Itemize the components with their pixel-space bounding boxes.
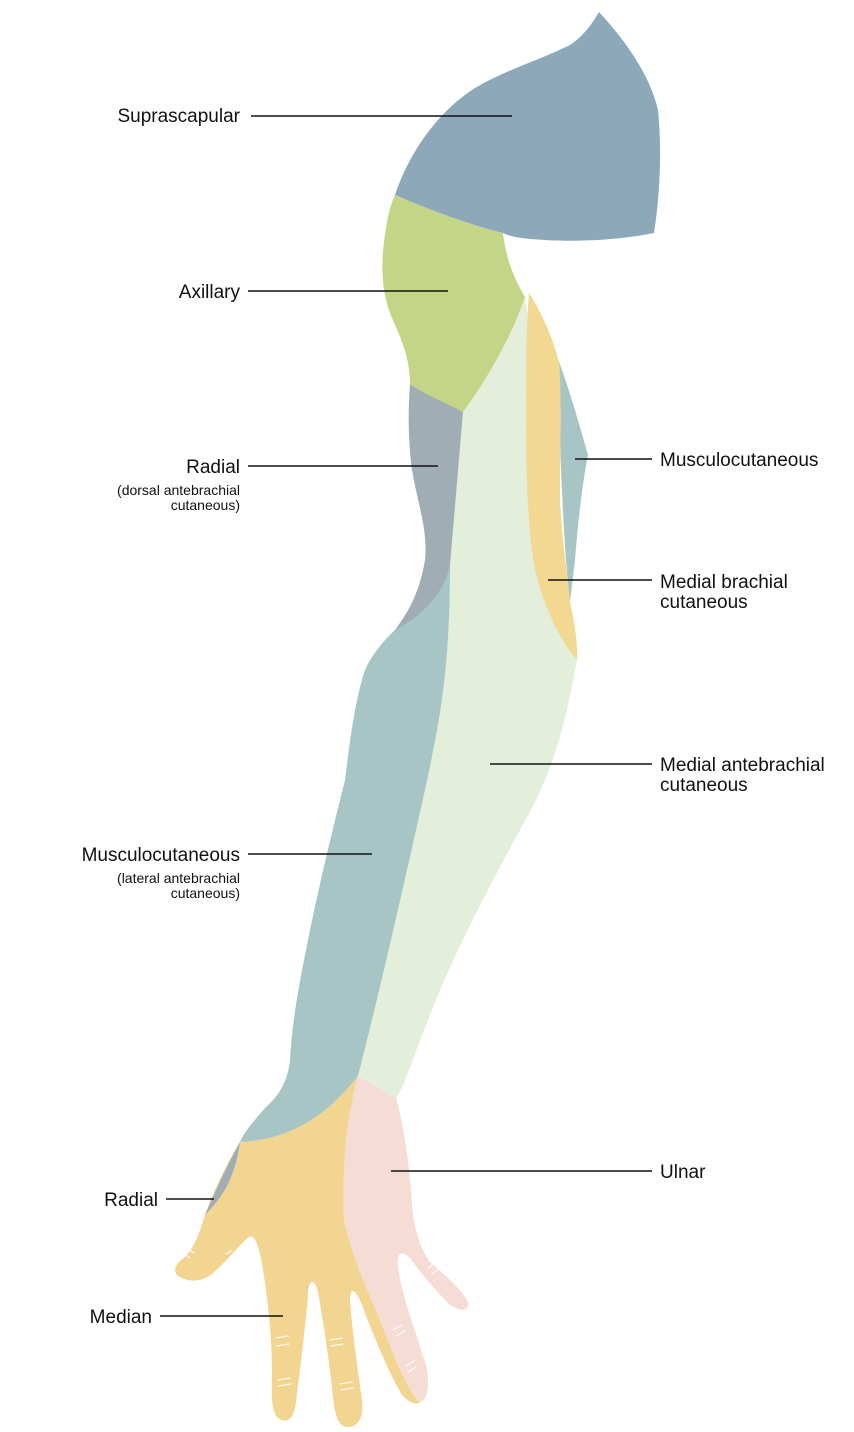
label-radial-upper-sub2: cutaneous) <box>171 497 240 513</box>
label-musculocutaneous-lower-sub1: (lateral antebrachial <box>117 870 240 886</box>
region-suprascapular <box>395 12 661 241</box>
region-radial-hand <box>205 1142 240 1215</box>
labels: Suprascapular Axillary Radial (dorsal an… <box>82 106 825 1328</box>
region-medial-brachial-cutaneous <box>526 293 578 660</box>
label-radial-upper-sub1: (dorsal antebrachial <box>117 482 240 498</box>
label-musculocutaneous-lower: Musculocutaneous <box>82 845 240 866</box>
label-medial-brachial-line1: Medial brachial <box>660 572 788 593</box>
label-radial-upper: Radial <box>186 457 240 478</box>
label-radial-hand: Radial <box>104 1190 158 1211</box>
label-suprascapular: Suprascapular <box>117 106 240 127</box>
region-musculocutaneous-upper <box>559 362 588 602</box>
finger-creases <box>181 1247 441 1391</box>
region-ulnar <box>343 1076 469 1402</box>
region-medial-antebrachial-cutaneous <box>358 297 577 1098</box>
region-median <box>175 1076 420 1427</box>
label-axillary: Axillary <box>179 282 241 303</box>
region-radial-upper <box>395 384 463 630</box>
label-median: Median <box>90 1307 152 1328</box>
label-medial-brachial-line2: cutaneous <box>660 592 748 613</box>
label-musculocutaneous-lower-sub2: cutaneous) <box>171 885 240 901</box>
leader-lines <box>160 115 652 1317</box>
label-musculocutaneous-upper: Musculocutaneous <box>660 450 818 471</box>
region-axillary <box>382 195 525 412</box>
label-medial-antebrachial-line1: Medial antebrachial <box>660 755 825 776</box>
label-ulnar: Ulnar <box>660 1162 706 1183</box>
label-medial-antebrachial-line2: cutaneous <box>660 775 748 796</box>
